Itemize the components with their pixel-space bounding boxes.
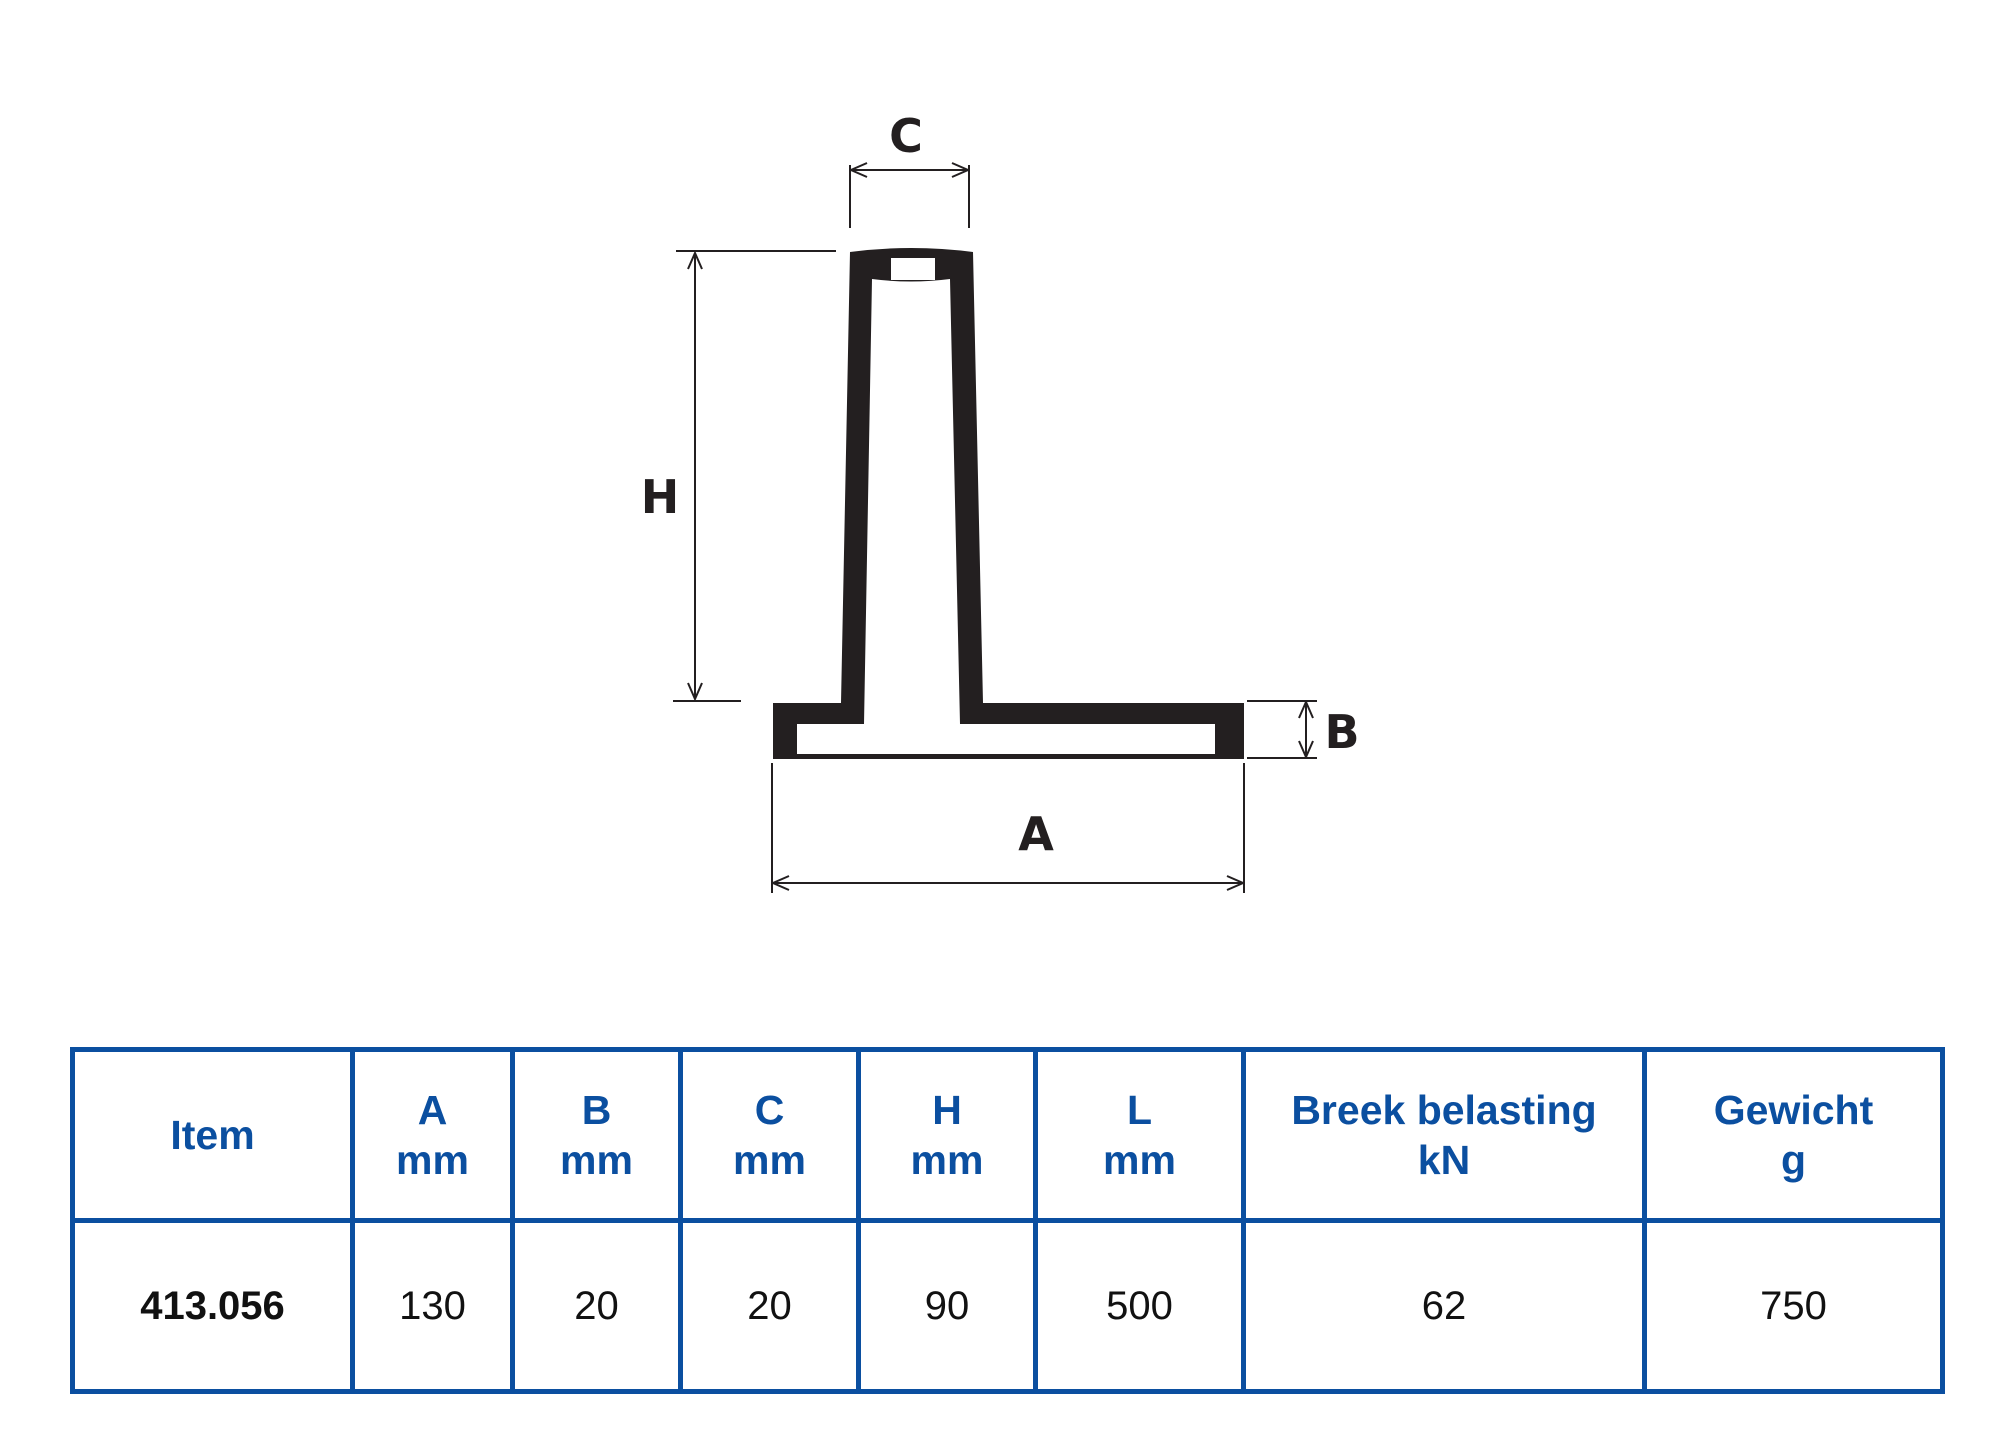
header-label: B — [581, 1087, 612, 1133]
header-label: L — [1126, 1087, 1153, 1133]
dimension-a — [771, 763, 1245, 893]
header-label: Gewicht — [1713, 1087, 1874, 1133]
header-unit: kN — [1417, 1137, 1471, 1183]
cell-h: 90 — [856, 1218, 1038, 1394]
dimension-label-a: A — [1018, 807, 1054, 861]
dimension-c — [849, 165, 970, 228]
header-unit: mm — [1103, 1137, 1176, 1183]
header-label: C — [754, 1087, 785, 1133]
table-row: 413.056 130 20 20 90 500 62 750 — [70, 1218, 1945, 1394]
dimension-label-b: B — [1324, 705, 1359, 759]
header-unit: g — [1780, 1137, 1807, 1183]
cell-item: 413.056 — [70, 1218, 355, 1394]
cell-breek-belasting: 62 — [1241, 1218, 1647, 1394]
dimension-b — [1247, 700, 1317, 759]
cell-gewicht: 750 — [1642, 1218, 1945, 1394]
dimension-label-c: C — [889, 109, 923, 163]
header-unit: mm — [396, 1137, 469, 1183]
dimension-label-h: H — [641, 470, 680, 524]
dimension-h — [673, 250, 836, 702]
header-label: Breek belasting — [1291, 1087, 1597, 1133]
header-unit: mm — [560, 1137, 633, 1183]
profile-shape — [773, 248, 1244, 759]
cell-l: 500 — [1033, 1218, 1246, 1394]
header-unit: mm — [733, 1137, 806, 1183]
cell-c: 20 — [678, 1218, 861, 1394]
header-label: A — [417, 1087, 448, 1133]
cell-a: 130 — [350, 1218, 515, 1394]
cell-b: 20 — [510, 1218, 683, 1394]
header-label: H — [932, 1087, 962, 1133]
header-unit: mm — [910, 1137, 984, 1183]
header-item: Item — [70, 1047, 355, 1223]
header-label: Item — [170, 1112, 255, 1158]
